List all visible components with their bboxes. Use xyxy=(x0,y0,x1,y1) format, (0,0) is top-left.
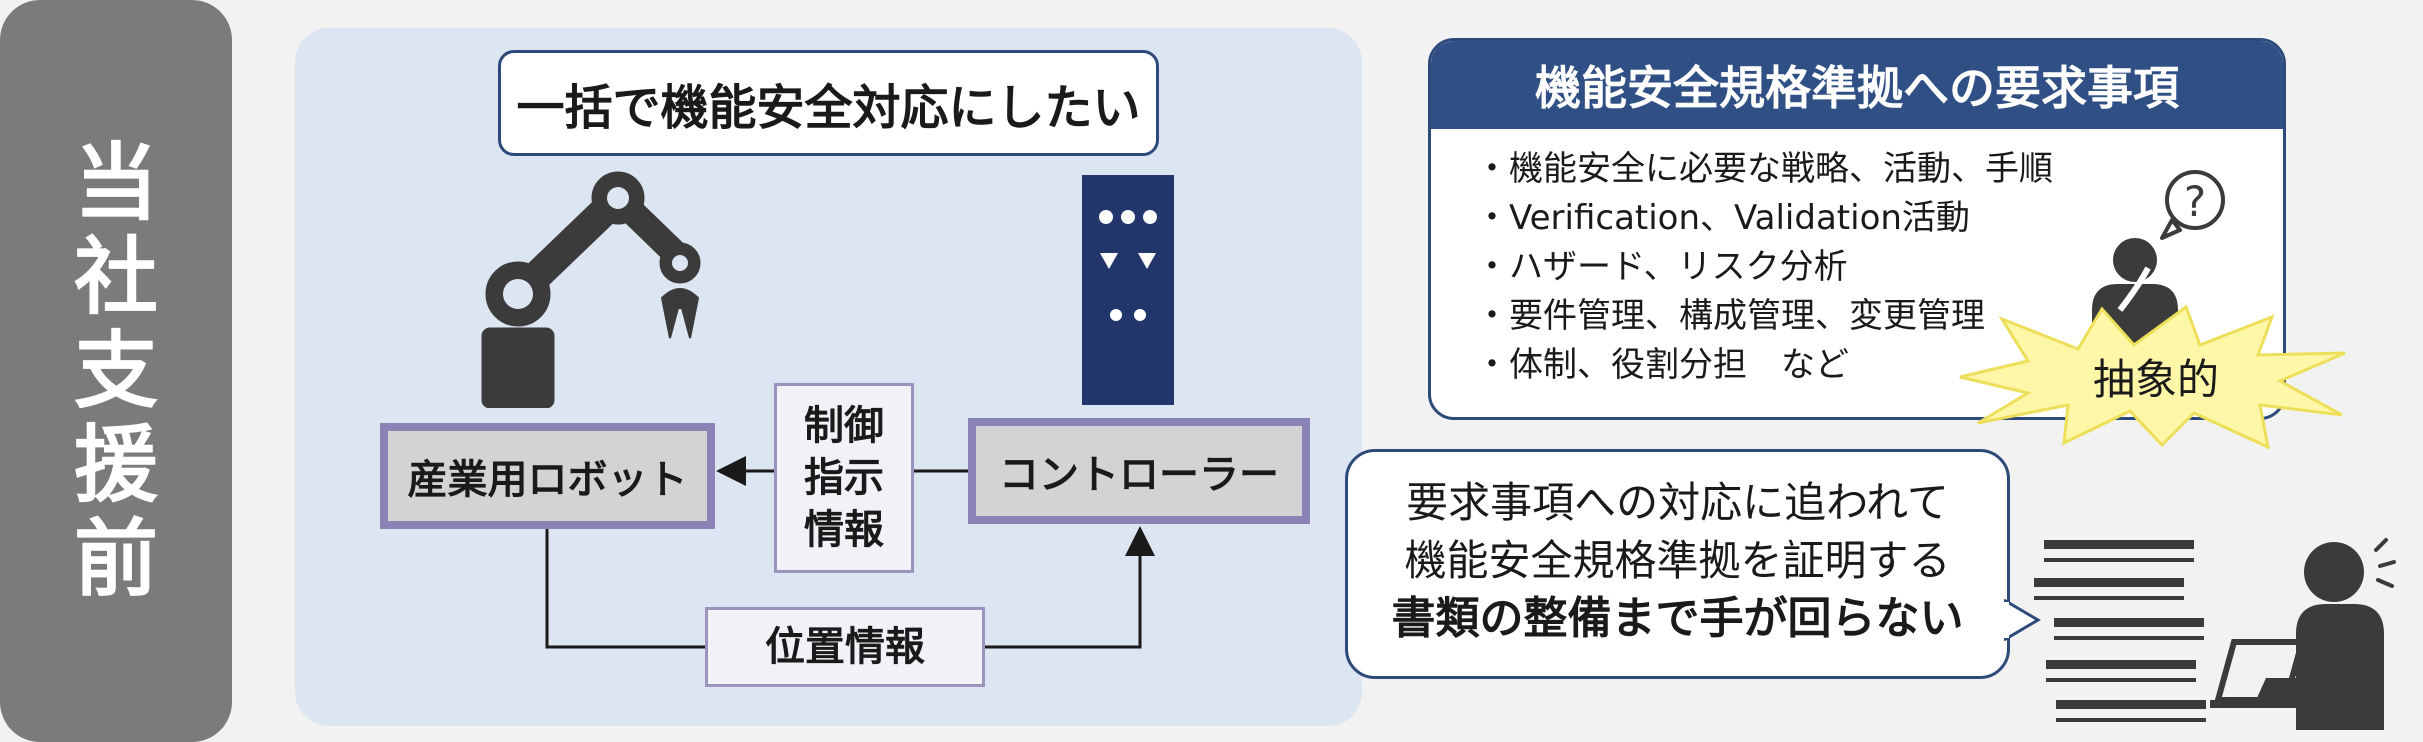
abstract-burst: 抽象的 xyxy=(1959,305,2346,450)
bubble-line-2: 機能安全規格準拠を証明する xyxy=(1404,536,1951,585)
position-info-label: 位置情報 xyxy=(705,607,985,687)
diagram-connectors xyxy=(545,456,1155,649)
requirements-list: 機能安全に必要な戦略、活動、手順 Verification、Validation… xyxy=(1431,129,2283,390)
list-item: 機能安全に必要な戦略、活動、手順 xyxy=(1475,145,2283,194)
list-item: ハザード、リスク分析 xyxy=(1475,243,2283,292)
industrial-robot-box: 産業用ロボット xyxy=(380,423,715,529)
list-item: 要件管理、構成管理、変更管理 xyxy=(1475,292,2283,341)
bubble-line-1: 要求事項への対応に追われて xyxy=(1406,478,1949,527)
controller-box: コントローラー xyxy=(968,418,1310,524)
bubble-line-3: 書類の整備まで手が回らない xyxy=(1391,593,1964,644)
worker-at-laptop-icon xyxy=(2034,538,2396,730)
bubble-tail xyxy=(2004,598,2041,642)
list-item: 体制、役割分担 など xyxy=(1475,341,2283,390)
question-mark: ? xyxy=(2184,177,2206,226)
concern-speech-bubble: 要求事項への対応に追われて 機能安全規格準拠を証明する 書類の整備まで手が回らな… xyxy=(1345,449,2010,679)
controller-cabinet-icon xyxy=(1082,175,1174,405)
control-instruction-label: 制御 指示 情報 xyxy=(774,383,914,573)
abstract-label: 抽象的 xyxy=(2093,355,2219,404)
control-instruction-text: 制御 指示 情報 xyxy=(804,403,884,553)
sidebar-label: 当社支援前 xyxy=(73,133,158,609)
robot-arm-icon xyxy=(481,171,701,408)
sidebar: 当社支援前 xyxy=(0,0,232,742)
requirements-title: 機能安全規格準拠への要求事項 xyxy=(1431,41,2283,129)
list-item: Verification、Validation活動 xyxy=(1475,194,2283,243)
goal-callout: 一括で機能安全対応にしたい xyxy=(498,50,1159,156)
